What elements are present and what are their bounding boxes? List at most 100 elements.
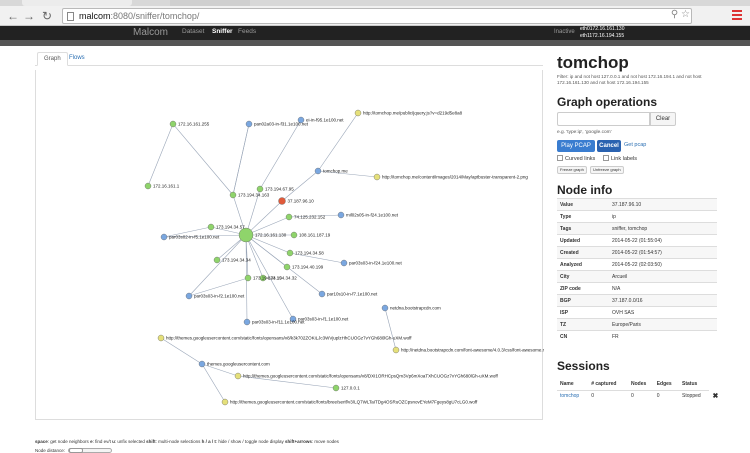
graph-node[interactable] <box>392 346 400 354</box>
graph-node[interactable] <box>289 315 297 323</box>
info-value: FR <box>609 330 717 343</box>
nav-feeds[interactable]: Feeds <box>238 28 257 35</box>
app-navbar: Malcom Dataset Sniffer Feeds Inactive et… <box>0 26 750 40</box>
graph-node-label: http://tomchop.me/public/jquery.js?v=d21… <box>363 111 463 116</box>
graph-node[interactable] <box>157 334 165 342</box>
graph-edge <box>245 234 294 320</box>
brand-logo[interactable]: Malcom <box>133 27 169 38</box>
info-key: ZIP code <box>557 282 609 295</box>
menu-icon[interactable] <box>732 10 742 20</box>
graph-node[interactable] <box>354 109 362 117</box>
graph-node[interactable] <box>297 116 305 124</box>
get-pcap-link[interactable]: Get pcap <box>624 142 647 148</box>
checkbox-icon[interactable] <box>603 155 609 161</box>
graph-node-label: http://netdna.bootstrapcdn.com/font-awes… <box>401 348 544 353</box>
graph-node-label: tomchop.me <box>323 169 348 174</box>
graph-node[interactable] <box>285 213 293 221</box>
sessions-header: Edges <box>653 378 680 391</box>
graph-node[interactable] <box>213 256 221 264</box>
sessions-header: Status <box>679 378 710 391</box>
slider-handle[interactable] <box>69 448 83 453</box>
graph-node[interactable] <box>144 182 152 190</box>
graph-edge <box>288 214 342 218</box>
tab-graph[interactable]: Graph <box>37 52 68 66</box>
clear-button[interactable]: Clear <box>650 112 676 126</box>
delete-session-icon[interactable]: ✖ <box>712 393 719 400</box>
interface-list: eth0172.16.161.130 eth1172.16.194.155 <box>580 26 625 40</box>
sessions-header: # captured <box>588 378 628 391</box>
graph-node[interactable] <box>221 398 229 406</box>
graph-node[interactable] <box>373 173 381 181</box>
graph-node[interactable] <box>256 185 264 193</box>
page-icon <box>67 12 74 21</box>
graph-node[interactable] <box>169 120 177 128</box>
browser-tab[interactable] <box>22 0 132 6</box>
address-bar[interactable]: malcom:8080/sniffer/tomchop/ <box>62 8 692 24</box>
graph-node-label: 173.194.67.95 <box>265 187 294 192</box>
help-desc: : unfix selected <box>114 439 147 444</box>
graph-node[interactable] <box>243 318 251 326</box>
graph-node[interactable] <box>283 263 291 271</box>
graph-edge <box>245 200 283 236</box>
graph-node-label: 172.16.161.1 <box>153 184 180 189</box>
search-example: e.g. 'type:ip', 'google.com' <box>557 130 612 135</box>
help-desc: : move nodes <box>311 439 339 444</box>
graph-node[interactable] <box>278 197 286 205</box>
sessions-heading: Sessions <box>557 359 610 373</box>
play-pcap-button[interactable]: Play PCAP <box>557 140 595 152</box>
reload-icon[interactable]: ↻ <box>41 9 53 23</box>
info-value: Arcueil <box>609 270 717 283</box>
graph-node[interactable] <box>160 233 168 241</box>
help-key: shift+arrows <box>284 439 312 444</box>
graph-search-input[interactable] <box>557 112 650 126</box>
help-key: shift <box>146 439 156 444</box>
graph-node[interactable] <box>229 191 237 199</box>
arrow-left-icon[interactable]: ← <box>7 9 19 23</box>
link-labels-checkbox[interactable]: Link labels <box>603 155 637 162</box>
cancel-button[interactable]: Cancel <box>597 140 621 152</box>
curved-links-checkbox[interactable]: Curved links <box>557 155 595 162</box>
interface-eth0: eth0172.16.161.130 <box>580 26 625 32</box>
graph-node[interactable] <box>290 231 298 239</box>
sniffer-status: Inactive <box>554 29 575 35</box>
unfreeze-graph-button[interactable]: Unfreeze graph <box>590 166 624 174</box>
zoom-star-icons[interactable]: ⚲ ☆ <box>670 9 690 20</box>
help-key: h / a / t <box>201 439 216 444</box>
graph-node[interactable] <box>244 274 252 282</box>
nav-dataset[interactable]: Dataset <box>182 28 205 35</box>
graph-edge <box>172 123 234 196</box>
graph-node[interactable] <box>286 249 294 257</box>
graph-node[interactable] <box>259 274 267 282</box>
session-link[interactable]: tomchop <box>560 393 580 400</box>
graph-edge <box>163 234 247 238</box>
graph-node[interactable] <box>337 211 345 219</box>
graph-node-label: pan02a03-in-f31.1e100.net <box>254 122 309 127</box>
graph-node[interactable] <box>340 259 348 267</box>
graph-node[interactable] <box>381 304 389 312</box>
checkbox-icon[interactable] <box>557 155 563 161</box>
graph-node-label: 173.194.34.32 <box>268 276 297 281</box>
graph-node[interactable] <box>207 223 215 231</box>
graph-node[interactable] <box>314 167 322 175</box>
graph-node[interactable] <box>318 290 326 298</box>
graph-node[interactable] <box>238 227 254 243</box>
graph-node[interactable] <box>245 120 253 128</box>
graph-node[interactable] <box>332 384 340 392</box>
graph-node[interactable] <box>198 360 206 368</box>
graph-node[interactable] <box>234 372 242 380</box>
graph-operations-heading: Graph operations <box>557 95 658 109</box>
browser-tab-2[interactable] <box>170 0 250 6</box>
info-key: Created <box>557 246 609 259</box>
tab-flows[interactable]: Flows <box>69 55 85 61</box>
freeze-graph-button[interactable]: Freeze graph <box>557 166 587 174</box>
arrow-right-icon[interactable]: → <box>23 9 35 23</box>
node-distance-slider[interactable] <box>68 448 112 453</box>
graph-node-label: 173.194.34.15 <box>253 276 282 281</box>
info-value: 2014-05-22 (01:54:57) <box>609 246 717 259</box>
graph-node[interactable] <box>185 292 193 300</box>
nav-sniffer[interactable]: Sniffer <box>212 28 233 35</box>
